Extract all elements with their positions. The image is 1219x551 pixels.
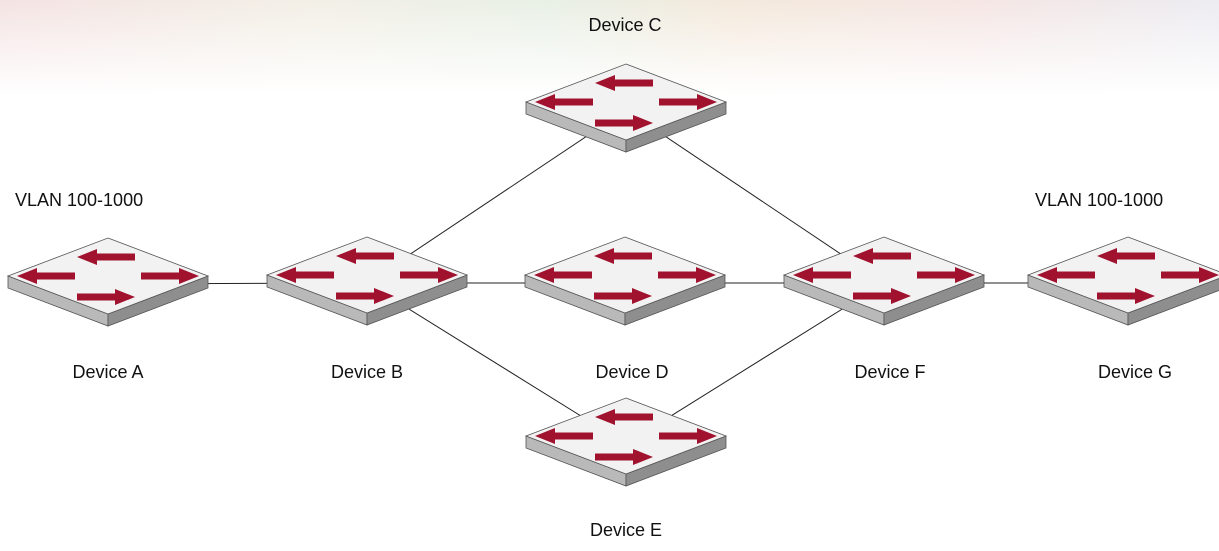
- device-d-switch-icon: [523, 236, 727, 326]
- device-a-switch-icon: [6, 237, 210, 327]
- vlan-label-right: VLAN 100-1000: [1035, 190, 1164, 210]
- header-banner: [0, 0, 1219, 95]
- device-d-label: Device D: [595, 362, 669, 382]
- device-e-switch-icon: [524, 397, 728, 487]
- devices-layer: [6, 63, 1219, 487]
- device-c-switch-icon: [524, 63, 728, 153]
- vlan-label-left: VLAN 100-1000: [15, 190, 144, 210]
- device-a-label: Device A: [72, 362, 144, 382]
- device-c-label: Device C: [588, 15, 662, 35]
- device-f-label: Device F: [854, 362, 926, 382]
- device-g-label: Device G: [1097, 362, 1173, 382]
- device-b-switch-icon: [265, 236, 469, 326]
- device-b-label: Device B: [330, 362, 404, 382]
- device-g-switch-icon: [1026, 236, 1219, 326]
- device-f-switch-icon: [782, 236, 986, 326]
- device-e-label: Device E: [589, 520, 663, 540]
